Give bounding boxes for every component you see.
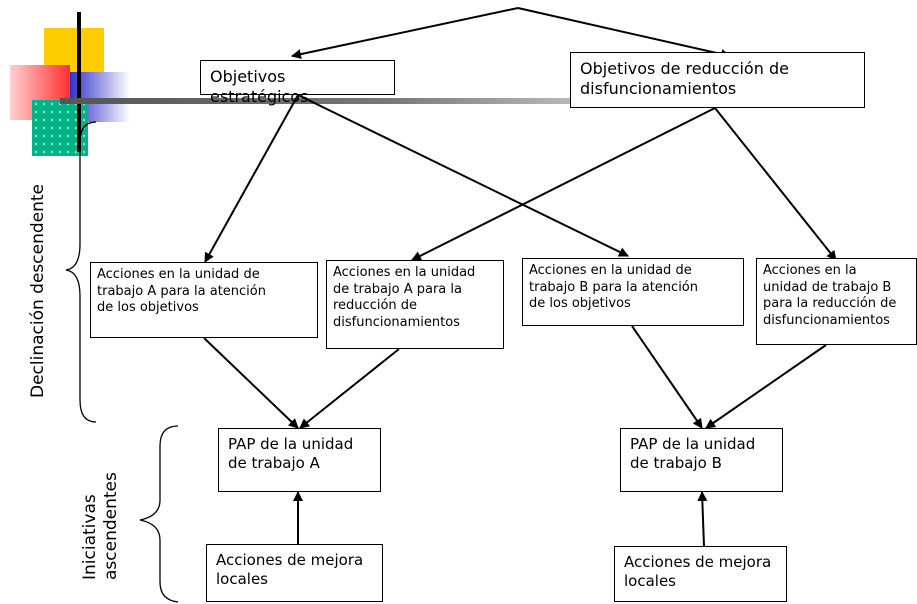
box-actions-b-dysfunction: Acciones en la unidad de trabajo B para … (756, 258, 917, 345)
box-dysfunction-line-2: disfuncionamientos (580, 79, 737, 99)
line: Acciones de mejora (624, 553, 772, 571)
label-descending-declination: Declinación descendente (28, 183, 48, 398)
line: Acciones en la (763, 263, 857, 278)
line: reducción de (333, 298, 418, 314)
box-actions-a-dysfunction: Acciones en la unidad de trabajo A para … (326, 260, 504, 349)
line: para la reducción de (763, 296, 897, 312)
arrow-title-to-dysfunction (517, 7, 731, 59)
arrow-action-b1-to-pap-b (631, 325, 703, 429)
arrow-strategic-to-action-b1 (297, 94, 629, 257)
box-strategic-objectives-text: Objetivos estratégicos (210, 67, 309, 107)
box-dysfunction-objectives: Objetivos de reducción de disfuncionamie… (570, 52, 865, 108)
box-actions-b-objectives: Acciones en la unidad de trabajo B para … (522, 258, 744, 326)
bracket-descending (65, 121, 97, 423)
line: disfuncionamientos (333, 314, 460, 330)
arrow-title-to-strategic (291, 7, 519, 60)
line: locales (216, 570, 268, 589)
line: PAP de la unidad (228, 435, 354, 453)
arrow-action-a1-to-pap-a (203, 337, 299, 429)
line: trabajo B para la atención (529, 279, 698, 295)
line: Acciones en la unidad de (97, 267, 260, 282)
box-strategic-objectives: Objetivos estratégicos (200, 60, 395, 106)
box-actions-a-objectives: Acciones en la unidad de trabajo A para … (90, 262, 318, 338)
line: trabajo A para la atención (97, 283, 266, 299)
line: Acciones de mejora (216, 551, 364, 569)
arrow-dysfunction-to-action-a2 (411, 107, 716, 261)
decor-vertical-bar (77, 12, 81, 152)
line: de trabajo A (228, 454, 320, 473)
line: Acciones en la unidad de (529, 263, 692, 278)
line: PAP de la unidad (630, 435, 756, 453)
line: de los objetivos (97, 300, 199, 316)
arrow-local-b-to-pap-b (697, 491, 708, 547)
label-ascending-line-1: Iniciativas (80, 494, 100, 580)
line: unidad de trabajo B (763, 279, 892, 295)
box-pap-unit-a: PAP de la unidad de trabajo A (218, 428, 381, 492)
line: locales (624, 572, 676, 591)
box-local-actions-b: Acciones de mejora locales (614, 546, 787, 602)
line: disfuncionamientos (763, 312, 890, 328)
box-dysfunction-line-1: Objetivos de reducción de (580, 59, 789, 78)
label-ascending-initiatives: Iniciativas ascendentes (80, 472, 123, 580)
decor-horizontal-bar (60, 98, 780, 104)
box-local-actions-a: Acciones de mejora locales (206, 544, 383, 602)
line: de los objetivos (529, 296, 631, 312)
arrow-action-a2-to-pap-a (299, 348, 400, 429)
box-pap-unit-b: PAP de la unidad de trabajo B (620, 428, 783, 492)
line: de trabajo A para la (333, 281, 462, 297)
line: de trabajo B (630, 454, 722, 473)
arrow-action-b2-to-pap-b (705, 344, 827, 429)
line: Acciones en la unidad (333, 265, 476, 280)
arrow-dysfunction-to-action-b2 (714, 107, 837, 261)
arrow-strategic-to-action-a1 (204, 94, 299, 263)
label-ascending-line-2: ascendentes (101, 472, 122, 580)
bracket-ascending (139, 425, 179, 603)
